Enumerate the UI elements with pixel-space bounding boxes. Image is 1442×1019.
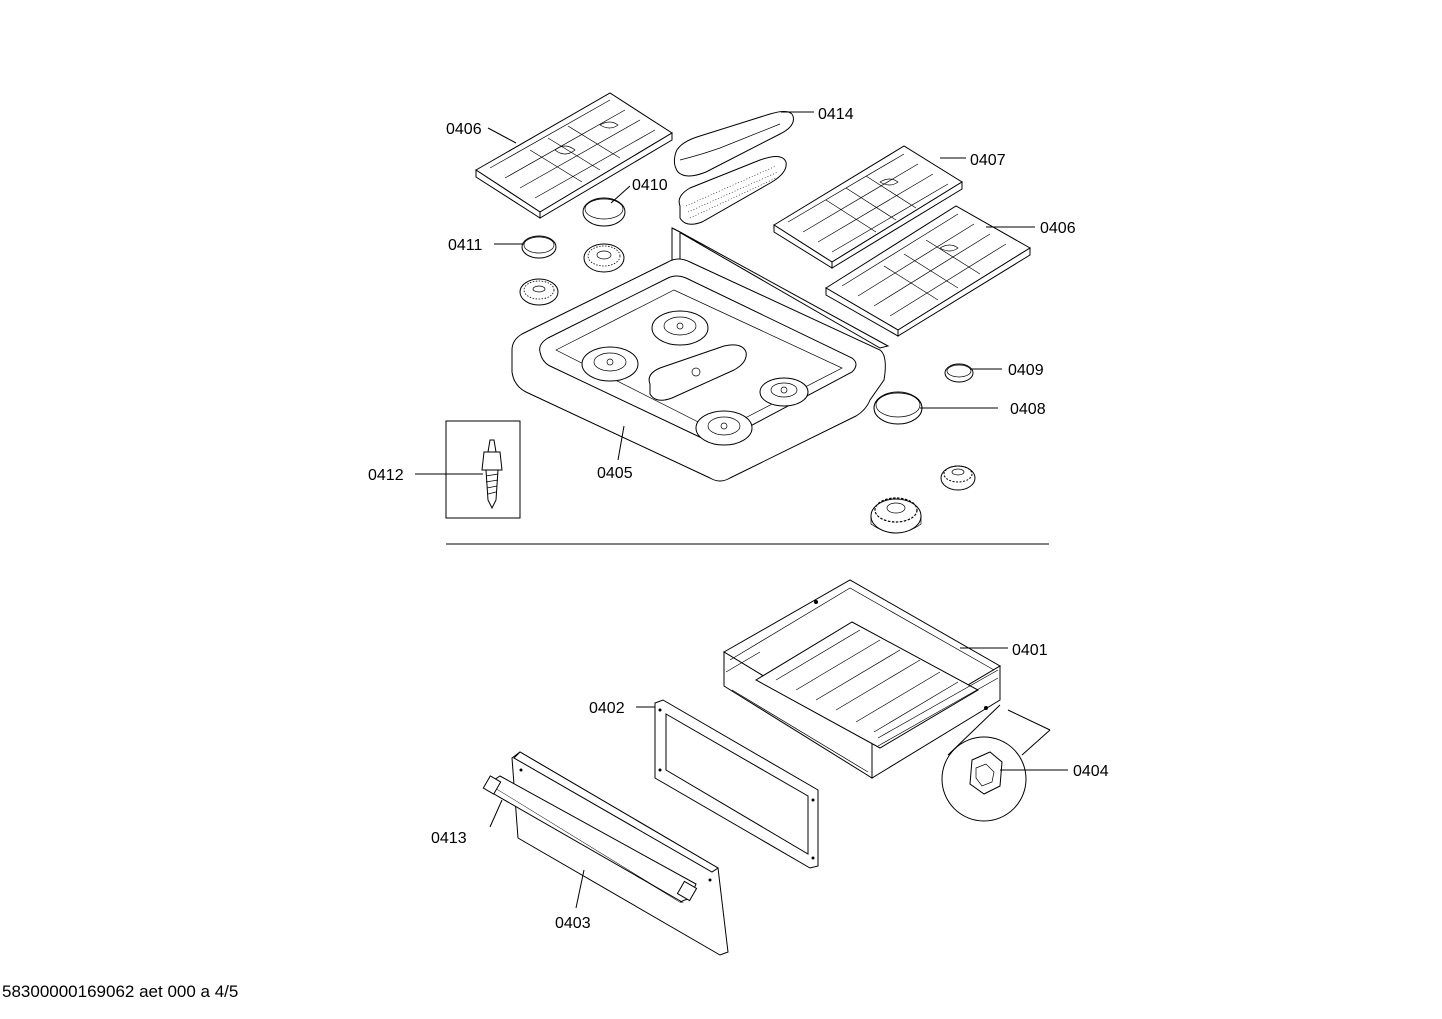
grate-0406-right [825,205,1031,337]
label-0406-right: 0406 [1040,220,1076,237]
label-0405: 0405 [597,465,633,482]
label-0402: 0402 [589,700,625,717]
burner-base-small [940,465,976,491]
label-0413: 0413 [431,830,467,847]
drawer-front-0403 [482,751,729,956]
burner-ring-0410 [583,243,625,273]
frame-0402 [654,699,819,869]
document-code: 58300000169062 aet 000 a 4/5 [2,982,239,1001]
label-0403: 0403 [555,915,591,932]
leader-lines-bottom [489,647,1068,909]
cap-0408 [873,391,923,425]
burner-oval-0414 [678,156,787,225]
drawer-0401 [723,579,1001,779]
grate-0406-left [475,92,673,219]
label-0406-left: 0406 [446,121,482,138]
label-0412: 0412 [368,467,404,484]
label-0404: 0404 [1073,763,1109,780]
burner-base-large [870,497,922,534]
cap-0411 [521,235,557,259]
label-0414: 0414 [818,106,854,123]
burner-ring-0411 [519,278,559,306]
leader-lines-top [415,111,1035,475]
cover-0414 [673,110,794,177]
grate-0407 [773,145,963,269]
cap-0409 [944,363,974,383]
label-0407: 0407 [970,152,1006,169]
cooktop-0405 [511,227,890,482]
label-0408: 0408 [1010,401,1046,418]
label-0409: 0409 [1008,362,1044,379]
cap-0410 [582,197,626,227]
label-0411: 0411 [448,237,483,254]
label-0401: 0401 [1012,642,1048,659]
label-0410: 0410 [632,177,668,194]
detail-0404 [941,704,1051,822]
screw-0412 [445,420,521,519]
